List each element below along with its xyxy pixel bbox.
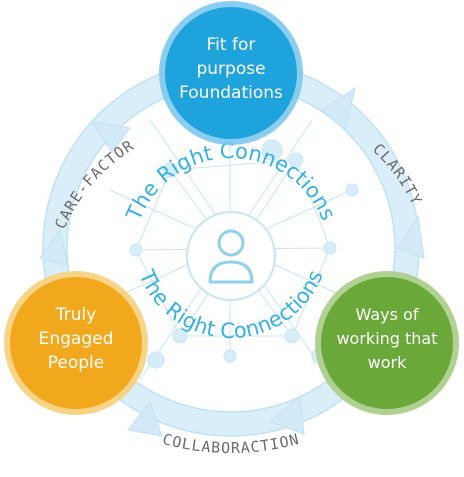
arrow-head-top-right <box>321 86 356 131</box>
node-top-line-3: Foundations <box>179 83 283 103</box>
arrow-head-bottom-right <box>269 394 305 435</box>
arrow-head-left <box>39 228 69 267</box>
node-left-line-3: People <box>48 353 104 373</box>
node-right-circle <box>321 277 453 409</box>
node-right-line-2: working that <box>336 329 437 348</box>
node-top-circle <box>165 7 297 139</box>
node-fit-for-purpose: Fit for purpose Foundations <box>159 1 303 145</box>
node-left-line-1: Truly <box>55 305 96 325</box>
node-left-line-2: Engaged <box>39 329 114 349</box>
arrow-head-top-left <box>90 121 131 153</box>
arrow-head-right <box>397 214 425 259</box>
node-truly-engaged-people: Truly Engaged People <box>4 271 148 415</box>
node-right-line-1: Ways of <box>356 305 419 324</box>
node-right-line-3: work <box>368 353 407 372</box>
node-top-line-1: Fit for <box>207 35 256 55</box>
arrow-head-bottom-left <box>127 400 163 437</box>
node-ways-of-working: Ways of working that work <box>315 271 459 415</box>
node-top-line-2: purpose <box>196 59 265 79</box>
person-icon <box>186 211 276 301</box>
node-left-circle <box>10 277 142 409</box>
